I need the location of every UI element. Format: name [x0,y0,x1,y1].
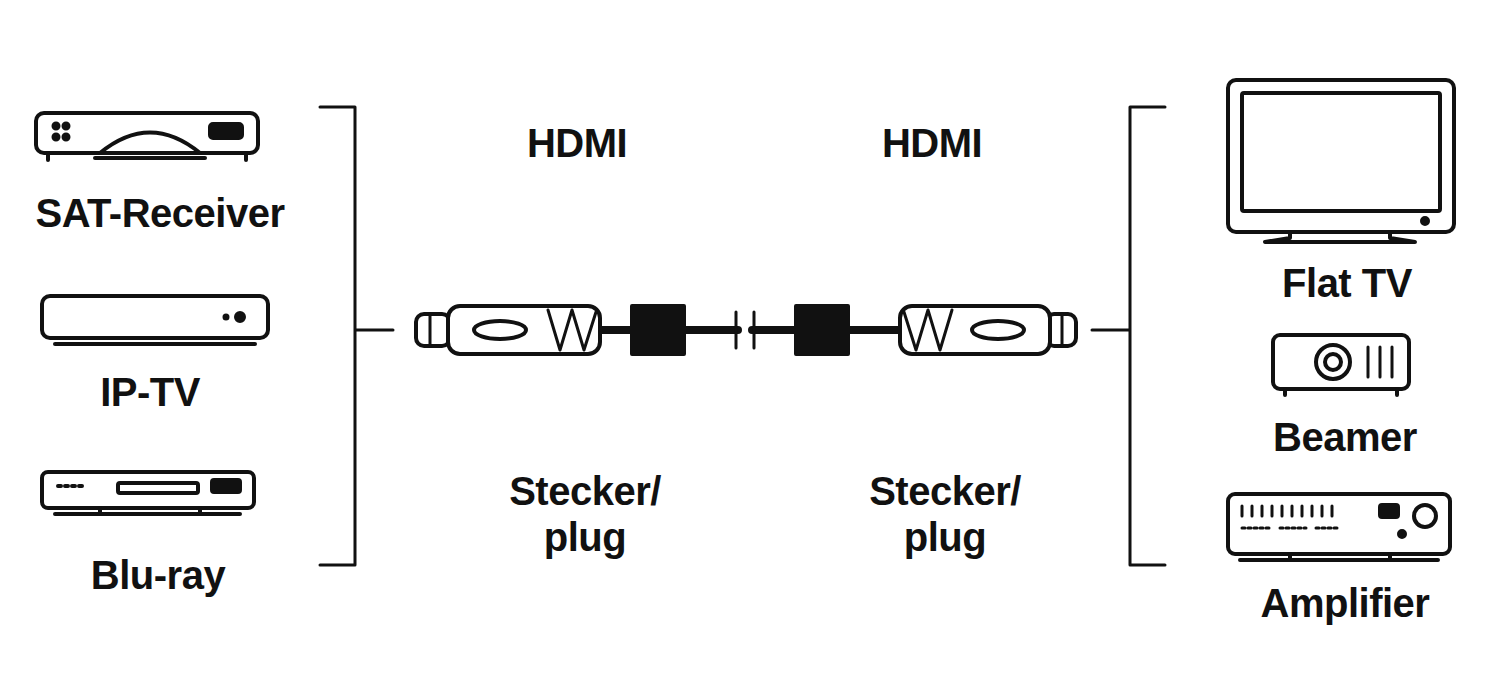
device-label: IP-TV [100,369,200,415]
flat-tv-icon [1228,80,1454,242]
device-label: Amplifier [1261,580,1430,626]
iptv-icon [42,296,268,344]
right-bracket [1092,107,1165,565]
amplifier-icon [1228,494,1450,560]
device-label: SAT-Receiver [36,190,285,236]
connector-gender-label: Stecker/ plug [869,468,1021,560]
device-label: Flat TV [1282,260,1412,306]
device-label: Blu-ray [91,552,225,598]
hdmi-cable [416,306,1076,354]
bluray-icon [42,472,254,514]
connector-type-label: HDMI [527,120,627,166]
connector-gender-label: Stecker/ plug [509,468,661,560]
connector-type-label: HDMI [882,120,982,166]
device-label: Beamer [1273,414,1417,460]
sat-receiver-icon [36,113,258,160]
beamer-icon [1273,335,1409,395]
left-bracket [320,107,393,565]
